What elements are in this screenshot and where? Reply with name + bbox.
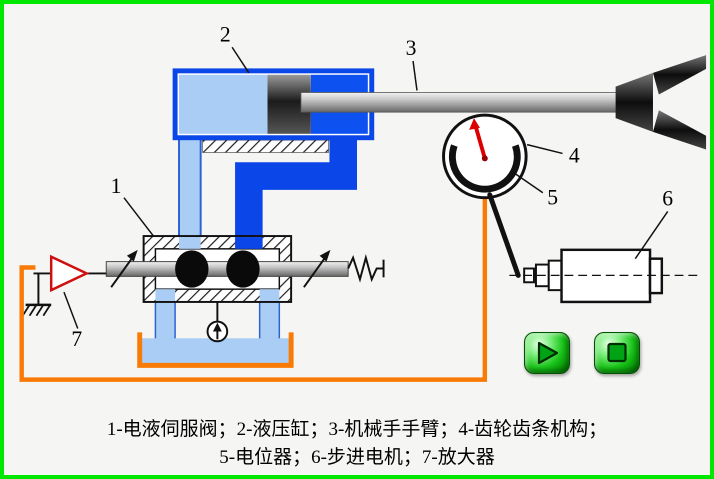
caption-line-1: 1-电液伺服阀；2-液压缸；3-机械手手臂；4-齿轮齿条机构；	[106, 419, 608, 440]
label-5: 5	[547, 186, 558, 210]
callout-6: 6	[634, 187, 673, 260]
needle-hub	[481, 155, 488, 162]
servo-system-diagram: 1 2 3 4 5 6 7	[19, 22, 707, 382]
caption: 1-电液伺服阀；2-液压缸；3-机械手手臂；4-齿轮齿条机构； 5-电位器；6-…	[4, 416, 710, 472]
potentiometer-track	[449, 144, 521, 193]
port-a	[179, 237, 201, 249]
ground-symbol	[21, 273, 52, 317]
needle-tip	[469, 118, 480, 130]
cylinder-left-chamber	[179, 74, 268, 134]
pipe-to-left-chamber	[178, 132, 202, 243]
hydraulic-cylinder	[172, 68, 375, 141]
label-4: 4	[569, 143, 580, 167]
callout-4: 4	[526, 143, 580, 167]
gear-potentiometer	[442, 113, 528, 200]
feedback-wire	[19, 198, 488, 382]
label-6: 6	[662, 187, 673, 211]
gripper	[615, 55, 707, 150]
solenoid-arrow-left	[110, 249, 138, 288]
play-icon	[537, 341, 559, 365]
stop-icon	[607, 342, 627, 363]
spool-land-left	[175, 250, 209, 288]
stepper-motor	[509, 248, 703, 304]
callout-2: 2	[220, 22, 250, 74]
callout-5: 5	[513, 172, 558, 210]
piston-rod	[300, 92, 621, 113]
caption-line-2: 5-电位器；6-步进电机；7-放大器	[219, 447, 495, 468]
callout-7: 7	[63, 291, 82, 351]
amplifier	[33, 254, 107, 293]
spool-land-right	[226, 250, 260, 288]
return-port-left	[155, 289, 176, 301]
pipe-to-right-chamber	[235, 131, 358, 240]
callout-1: 1	[111, 174, 155, 237]
label-3: 3	[406, 36, 417, 60]
solenoid-arrow-right	[303, 249, 331, 288]
return-port-right	[259, 289, 280, 301]
port-b	[235, 237, 263, 249]
diagram-stage: 1 2 3 4 5 6 7	[4, 4, 710, 475]
servo-valve	[105, 235, 385, 303]
cylinder-mount	[199, 137, 332, 153]
oil-tank	[137, 332, 294, 368]
return-spring	[347, 253, 385, 283]
callout-3: 3	[406, 36, 418, 91]
pointer-needle	[473, 123, 487, 159]
pump-symbol	[206, 300, 229, 343]
label-2: 2	[220, 22, 231, 46]
play-button[interactable]	[524, 332, 570, 374]
label-7: 7	[71, 327, 82, 351]
label-1: 1	[111, 174, 122, 198]
stop-button[interactable]	[594, 332, 640, 374]
